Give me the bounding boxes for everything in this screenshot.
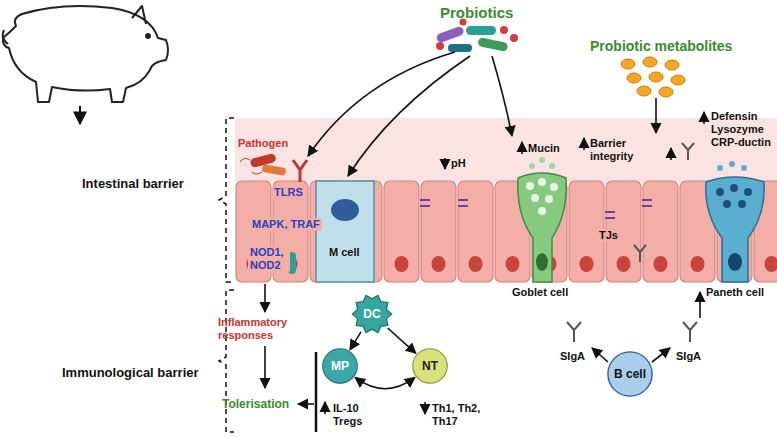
connector-arrow <box>388 328 416 353</box>
annotation-label: SIgA <box>676 350 701 363</box>
node-label: B cell <box>614 367 646 381</box>
cell-nucleus <box>691 256 705 272</box>
annotation-label: MAPK, TRAF <box>250 218 322 231</box>
paneth-cell <box>706 161 764 282</box>
b-cell-circle: B cell <box>607 351 653 397</box>
connector-arrow <box>355 377 415 388</box>
cell-nucleus <box>765 256 777 272</box>
annotation-label: Defensin Lysozyme CRP-ductin <box>711 110 777 149</box>
cell-nucleus <box>395 256 409 272</box>
neutrophil-circle: NT <box>412 348 448 384</box>
annotation-label: Mucin <box>528 142 560 155</box>
annotation-label: NOD1, NOD2 <box>248 246 290 272</box>
annotation-label: Intestinal barrier <box>82 176 184 192</box>
tlr-receptor <box>293 160 307 182</box>
epithelial-cell <box>643 181 678 282</box>
epithelial-cell <box>421 181 456 282</box>
annotation-label: Inflammatory responses <box>218 316 310 342</box>
annotation-label: SIgA <box>560 350 585 363</box>
goblet-cell <box>518 157 566 282</box>
probiotic-metabolites <box>621 57 685 97</box>
epithelial-cell <box>458 181 493 282</box>
annotation-label: M cell <box>327 246 362 259</box>
epithelial-cells <box>236 181 777 282</box>
annotation-label: Goblet cell <box>512 286 568 299</box>
cell-nucleus <box>432 256 446 272</box>
down-arrow <box>79 106 81 124</box>
macrophage-circle: MP <box>322 348 358 384</box>
annotation-label: Pathogen <box>238 137 288 150</box>
annotation-label: Immunological barrier <box>62 365 199 381</box>
cell-nucleus <box>506 256 520 272</box>
node-label: DC <box>363 307 380 321</box>
mucus-layer <box>235 118 777 182</box>
annotation-label: IL-10 Tregs <box>333 402 373 428</box>
annotation-label: TJs <box>597 229 620 242</box>
up-down-arrows <box>325 112 704 414</box>
annotation-label: Th1, Th2, Th17 <box>432 402 490 428</box>
pathogen <box>240 153 287 176</box>
annotation-label: Probiotics <box>440 4 513 22</box>
epithelial-cell <box>384 181 419 282</box>
cell-nucleus <box>617 256 631 272</box>
cell-nucleus <box>654 256 668 272</box>
pig-outline <box>3 6 168 102</box>
antibody-icons <box>567 143 697 342</box>
node-label: MP <box>331 359 349 373</box>
cell-nucleus <box>580 256 594 272</box>
barrier-bracket <box>219 118 234 432</box>
annotation-label: pH <box>451 157 466 170</box>
annotation-label: Barrier integrity <box>590 137 644 163</box>
connector-arrow <box>350 332 361 350</box>
effect-arrows <box>265 52 700 432</box>
annotation-label: Probiotic metabolites <box>590 38 732 55</box>
annotation-label: TLRS <box>272 186 305 199</box>
m-cell <box>316 181 374 282</box>
cell-nucleus <box>469 256 483 272</box>
annotation-label: Tolerisation <box>222 397 289 411</box>
dendritic-cell: DC <box>352 294 392 334</box>
probiotic-bacteria <box>435 19 518 53</box>
annotation-label: Paneth cell <box>706 286 764 299</box>
node-label: NT <box>422 359 438 373</box>
